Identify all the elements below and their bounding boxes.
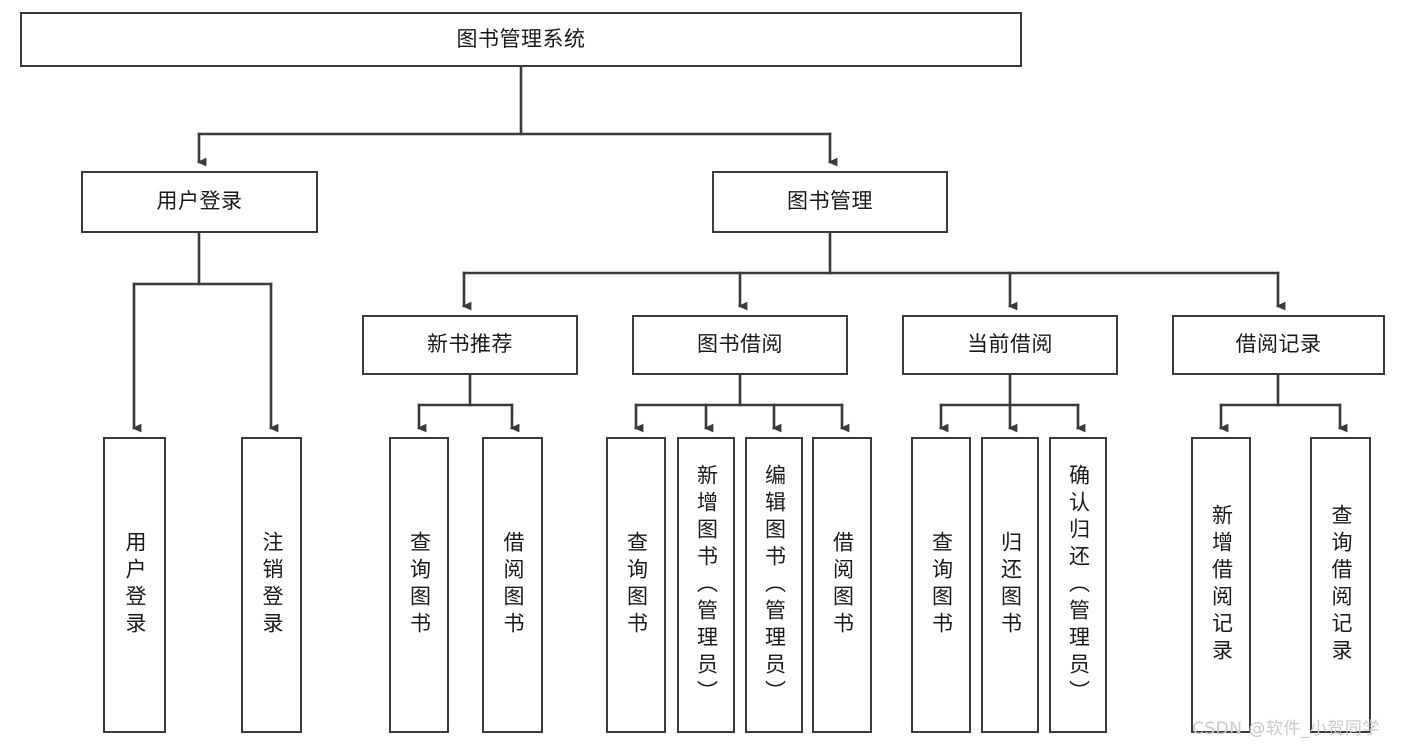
node-leaf-query-book-1[interactable]: 查询图书 <box>389 437 449 733</box>
node-label: 归还图书 <box>998 531 1023 639</box>
node-leaf-query-book-2[interactable]: 查询图书 <box>606 437 666 733</box>
node-label: 图书借阅 <box>697 332 783 357</box>
node-label: 查询图书 <box>407 531 432 639</box>
node-leaf-logout[interactable]: 注销登录 <box>241 437 302 733</box>
node-leaf-query-book-3[interactable]: 查询图书 <box>911 437 971 733</box>
node-label: 查询图书 <box>624 531 649 639</box>
node-leaf-return-book[interactable]: 归还图书 <box>981 437 1039 733</box>
node-book-borrow[interactable]: 图书借阅 <box>632 315 848 375</box>
node-label: 用户登录 <box>156 189 243 214</box>
node-leaf-add-record[interactable]: 新增借阅记录 <box>1191 437 1251 733</box>
node-label: 借阅图书 <box>501 531 525 639</box>
node-label: 借阅图书 <box>830 531 855 639</box>
node-leaf-user-login[interactable]: 用户登录 <box>103 437 166 733</box>
node-label: 编辑图书（管理员） <box>762 463 787 707</box>
node-label: 查询借阅记录 <box>1329 504 1353 666</box>
node-user-login[interactable]: 用户登录 <box>81 171 318 233</box>
csdn-watermark: CSDN @软件_小贺同学 <box>1192 719 1380 739</box>
node-leaf-confirm-return[interactable]: 确认归还（管理员） <box>1049 437 1107 733</box>
node-label: 当前借阅 <box>967 332 1053 357</box>
node-leaf-edit-book[interactable]: 编辑图书（管理员） <box>745 437 803 733</box>
node-leaf-query-record[interactable]: 查询借阅记录 <box>1310 437 1371 733</box>
node-current-borrow[interactable]: 当前借阅 <box>902 315 1118 375</box>
node-label: 查询图书 <box>929 531 954 639</box>
node-book-management-system[interactable]: 图书管理系统 <box>20 12 1022 67</box>
node-leaf-borrow-book-2[interactable]: 借阅图书 <box>812 437 872 733</box>
node-leaf-add-book[interactable]: 新增图书（管理员） <box>677 437 735 733</box>
node-label: 注销登录 <box>260 531 284 639</box>
node-label: 用户登录 <box>123 531 147 639</box>
node-label: 图书管理系统 <box>456 26 586 51</box>
node-borrow-record[interactable]: 借阅记录 <box>1172 315 1385 375</box>
node-label: 新增借阅记录 <box>1209 504 1234 666</box>
node-new-book-recommend[interactable]: 新书推荐 <box>362 315 578 375</box>
node-leaf-borrow-book-1[interactable]: 借阅图书 <box>482 437 543 733</box>
node-label: 新书推荐 <box>427 332 513 357</box>
node-label: 新增图书（管理员） <box>694 463 719 707</box>
node-label: 图书管理 <box>787 189 873 214</box>
node-book-management[interactable]: 图书管理 <box>712 171 948 233</box>
node-label: 借阅记录 <box>1235 332 1322 357</box>
node-label: 确认归还（管理员） <box>1066 463 1091 707</box>
